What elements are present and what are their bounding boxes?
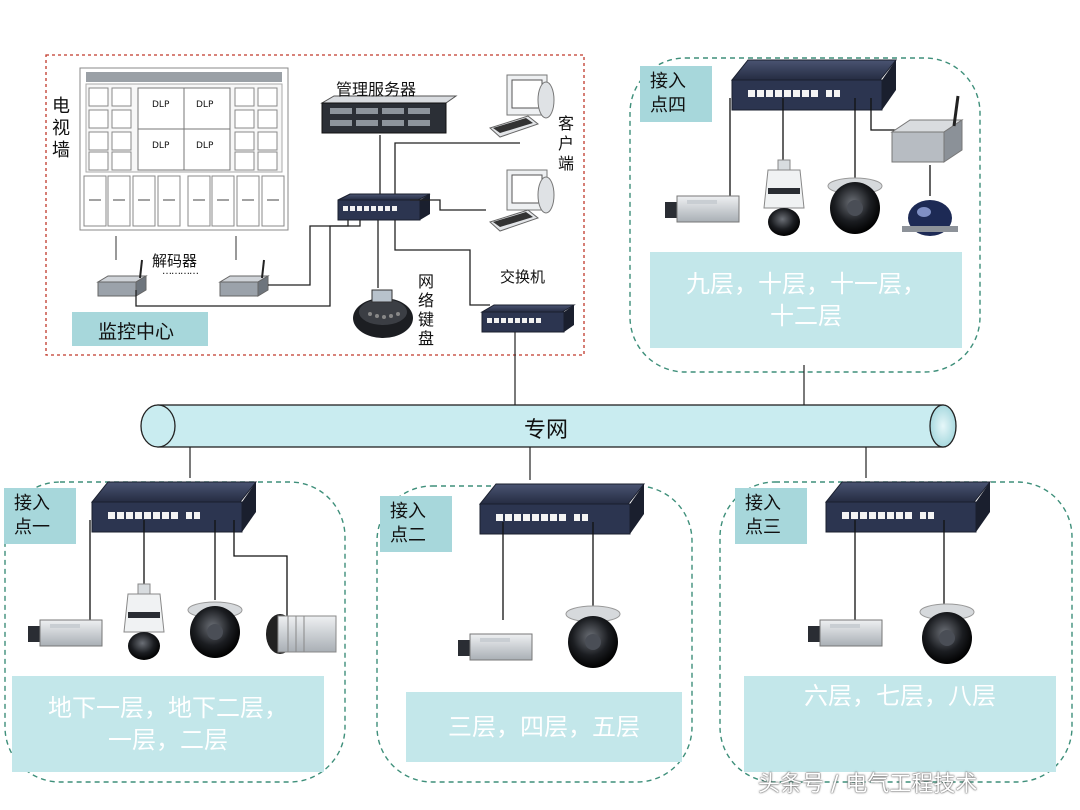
speed-dome-camera-icon xyxy=(123,583,165,660)
ap3-label: 接入 点三 xyxy=(735,488,807,544)
dome-camera-icon xyxy=(187,601,243,658)
speed-dome-camera-icon xyxy=(763,159,805,236)
ap3-floors: 六层，七层，八层 xyxy=(744,676,1056,772)
box-camera-icon xyxy=(28,619,103,647)
client-pc-2 xyxy=(489,169,555,232)
watermark: 头条号 / 电气工程技术 xyxy=(758,772,978,797)
monitor-center-label-box: 监控中心 xyxy=(72,312,208,346)
client-pc-1 xyxy=(489,74,555,138)
monitor-center-frame xyxy=(45,54,585,356)
ap2-label: 接入 点二 xyxy=(380,496,452,552)
box-camera-icon xyxy=(665,195,740,223)
wireless-bridge-icon xyxy=(890,95,964,163)
dlp-label: DLP xyxy=(196,141,214,151)
ap2-switch xyxy=(478,483,646,535)
center-cables xyxy=(135,135,520,307)
decoder-right xyxy=(218,259,270,297)
tv-wall xyxy=(79,67,289,231)
dlp-label: DLP xyxy=(152,141,170,151)
ap4-label: 接入 点四 xyxy=(640,66,712,122)
decoder-dots: ………… xyxy=(162,266,199,277)
backbone-label: 专网 xyxy=(524,418,569,443)
dlp-label: DLP xyxy=(152,100,170,110)
client-label: 客 户 端 xyxy=(557,114,574,173)
decoder-left xyxy=(96,259,148,297)
box-camera-icon xyxy=(458,633,533,661)
keyboard-label: 网 络 键 盘 xyxy=(417,272,434,348)
tv-wall-label: 电 视 墙 xyxy=(52,96,70,161)
network-keyboard xyxy=(353,289,413,338)
box-camera-icon xyxy=(808,619,883,647)
ap4-frame xyxy=(629,57,981,373)
globe-camera-icon xyxy=(902,200,958,236)
ap3-switch xyxy=(824,481,992,533)
ap1-frame xyxy=(4,481,346,783)
ap1-switch xyxy=(90,481,258,533)
ap2-floors: 三层，四层，五层 xyxy=(406,692,682,762)
access-switch-center xyxy=(480,304,576,333)
decoder-label: 解码器 xyxy=(152,252,198,270)
ap4-floors: 九层，十层，十一层， 十二层 xyxy=(650,252,962,348)
dlp-label: DLP xyxy=(196,100,214,110)
ap1-floors: 地下一层，地下二层， 一层，二层 xyxy=(12,676,324,772)
management-server xyxy=(320,95,458,134)
dome-camera-icon xyxy=(827,177,883,234)
ap1-label: 接入 点一 xyxy=(4,488,76,544)
server-label: 管理服务器 xyxy=(336,80,417,99)
ap4-switch xyxy=(730,59,898,111)
bullet-camera-icon xyxy=(266,614,337,654)
monitor-center-label: 监控中心 xyxy=(98,321,175,343)
center-switch xyxy=(337,193,431,221)
backbone-pipe xyxy=(140,404,957,448)
dome-camera-icon xyxy=(919,603,975,664)
switch-label: 交换机 xyxy=(500,268,546,286)
dome-camera-icon xyxy=(565,605,621,668)
